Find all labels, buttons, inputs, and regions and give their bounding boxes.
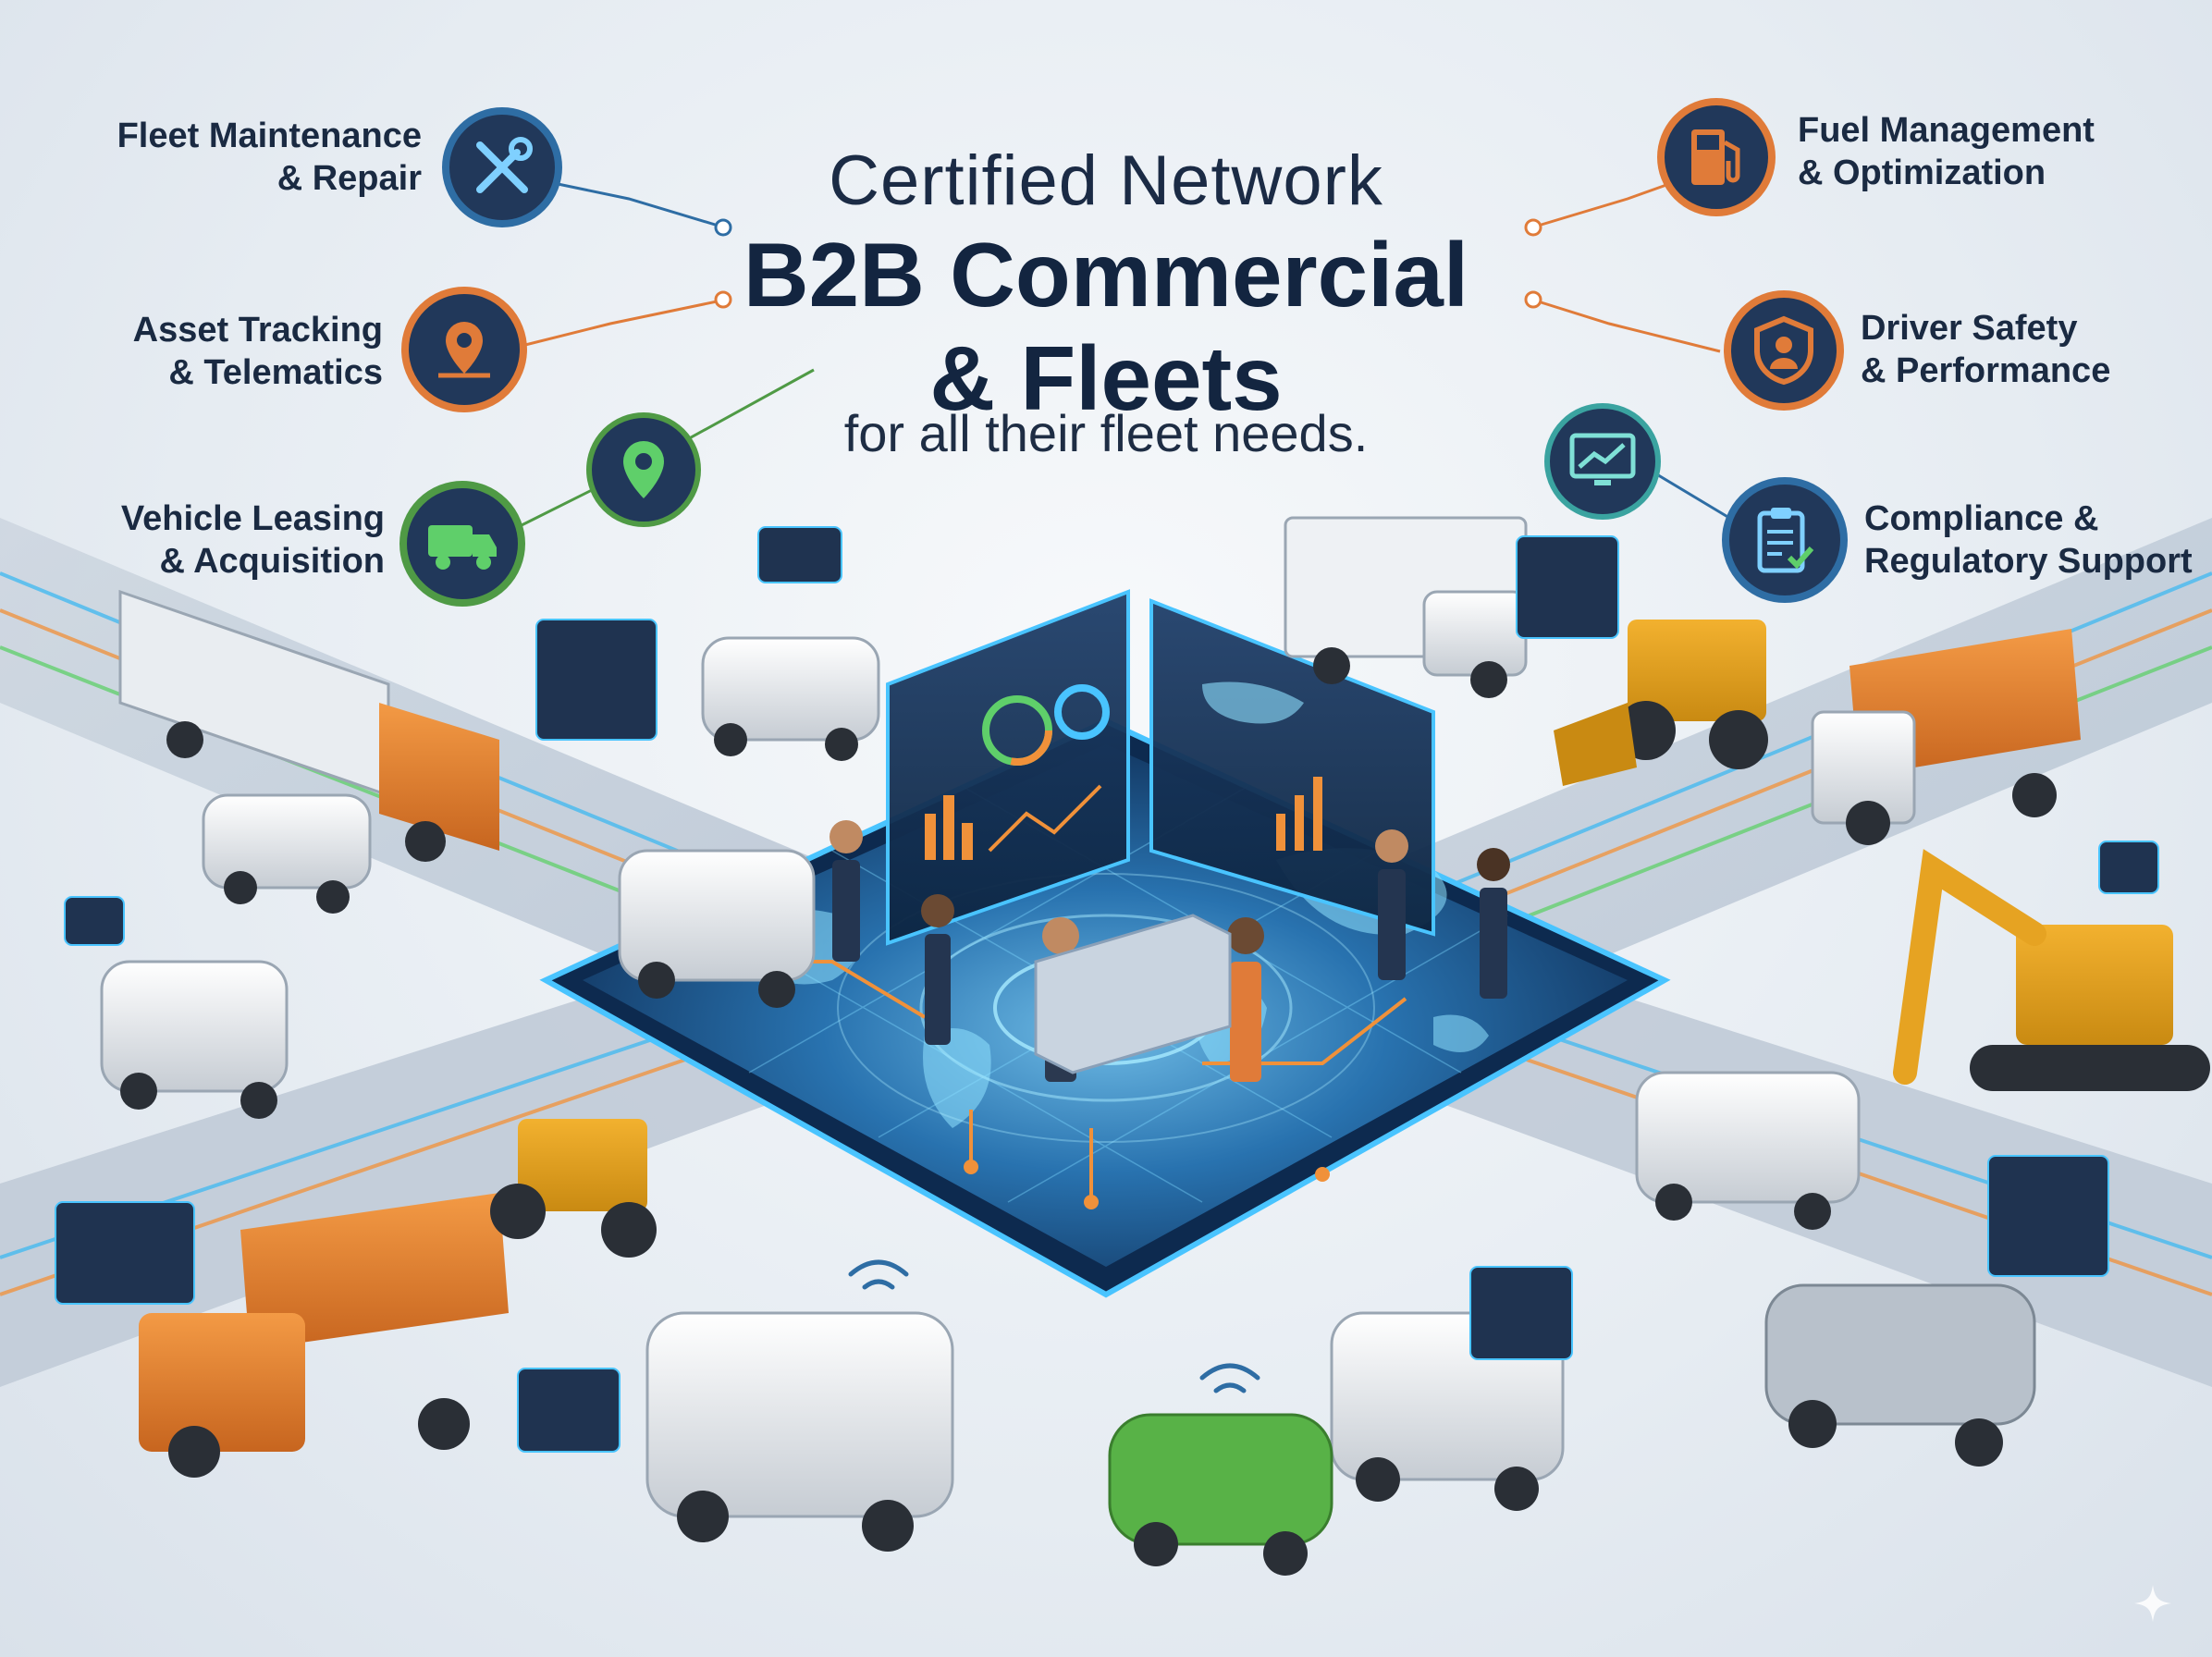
box-truck	[1284, 516, 1528, 698]
shield-driver-icon	[1754, 315, 1813, 386]
service-label: Driver Safety	[1861, 309, 2078, 348]
service-fleet-maintenance: Fleet Maintenance & Repair	[37, 115, 422, 200]
van-right	[1635, 1071, 1861, 1230]
van-left-2	[100, 960, 289, 1119]
service-label: & Optimization	[1798, 153, 2046, 192]
title-tagline: for all their fleet needs.	[843, 404, 1369, 462]
compliance-badge	[1722, 477, 1848, 603]
service-label: & Repair	[276, 159, 422, 198]
map-pin-icon	[438, 322, 490, 378]
sparkle-icon	[2134, 1585, 2171, 1622]
analytics-badge-center	[1544, 403, 1661, 520]
service-label: Vehicle Leasing	[120, 499, 385, 538]
vehicle-leasing-badge	[399, 481, 525, 607]
floating-widgets	[55, 526, 2159, 1453]
dump-truck-left	[139, 1193, 509, 1478]
semi-truck	[118, 589, 499, 862]
service-vehicle-leasing: Vehicle Leasing & Acquisition	[18, 497, 385, 583]
service-label: Fuel Management	[1798, 111, 2095, 150]
service-label: Fleet Maintenance	[117, 117, 422, 155]
van-bottom-center	[645, 1311, 954, 1552]
asset-tracking-badge	[401, 287, 527, 412]
delivery-truck-icon	[428, 525, 497, 570]
service-label: Compliance &	[1864, 499, 2099, 538]
service-compliance: Compliance & Regulatory Support	[1864, 497, 2206, 583]
location-pin-icon	[623, 441, 664, 498]
van-center	[618, 849, 816, 1008]
service-label: Regulatory Support	[1864, 542, 2193, 581]
van-top	[701, 636, 880, 761]
small-loader-left	[490, 1119, 657, 1258]
service-label: & Telematics	[168, 353, 383, 392]
monitor-chart-icon	[1569, 433, 1636, 485]
service-driver-safety: Driver Safety & Performance	[1861, 307, 2194, 392]
suv-right	[1764, 1283, 2036, 1467]
wheel-loader	[1554, 620, 1768, 786]
title-b2b-commercial: B2B Commercial	[743, 224, 1469, 325]
fuel-management-badge	[1657, 98, 1776, 216]
excavator	[1893, 849, 2210, 1091]
team-figures	[830, 820, 1510, 1082]
connector-dots	[714, 218, 1542, 309]
service-label: & Acquisition	[159, 542, 385, 581]
van-left-1	[202, 793, 372, 914]
title-fleets: & Fleets	[929, 327, 1283, 429]
hologram-dashboards	[886, 589, 1435, 946]
service-asset-tracking: Asset Tracking & Telematics	[18, 309, 383, 394]
service-label: Asset Tracking	[132, 311, 383, 350]
wrench-screwdriver-icon	[476, 137, 533, 193]
map-pin-badge-center	[586, 412, 701, 527]
driver-safety-badge	[1724, 290, 1844, 411]
wifi-symbols	[848, 1259, 1260, 1393]
service-label: & Performance	[1861, 351, 2111, 390]
fuel-pump-icon	[1691, 129, 1740, 185]
service-fuel-management: Fuel Management & Optimization	[1798, 109, 2186, 194]
title-certified-network: Certified Network	[829, 141, 1383, 220]
green-car	[1108, 1413, 1333, 1576]
clipboard-check-icon	[1757, 508, 1814, 573]
dump-truck-right	[1811, 629, 2081, 845]
vehicle-fleet	[100, 516, 2210, 1576]
fleet-maintenance-badge	[442, 107, 562, 227]
